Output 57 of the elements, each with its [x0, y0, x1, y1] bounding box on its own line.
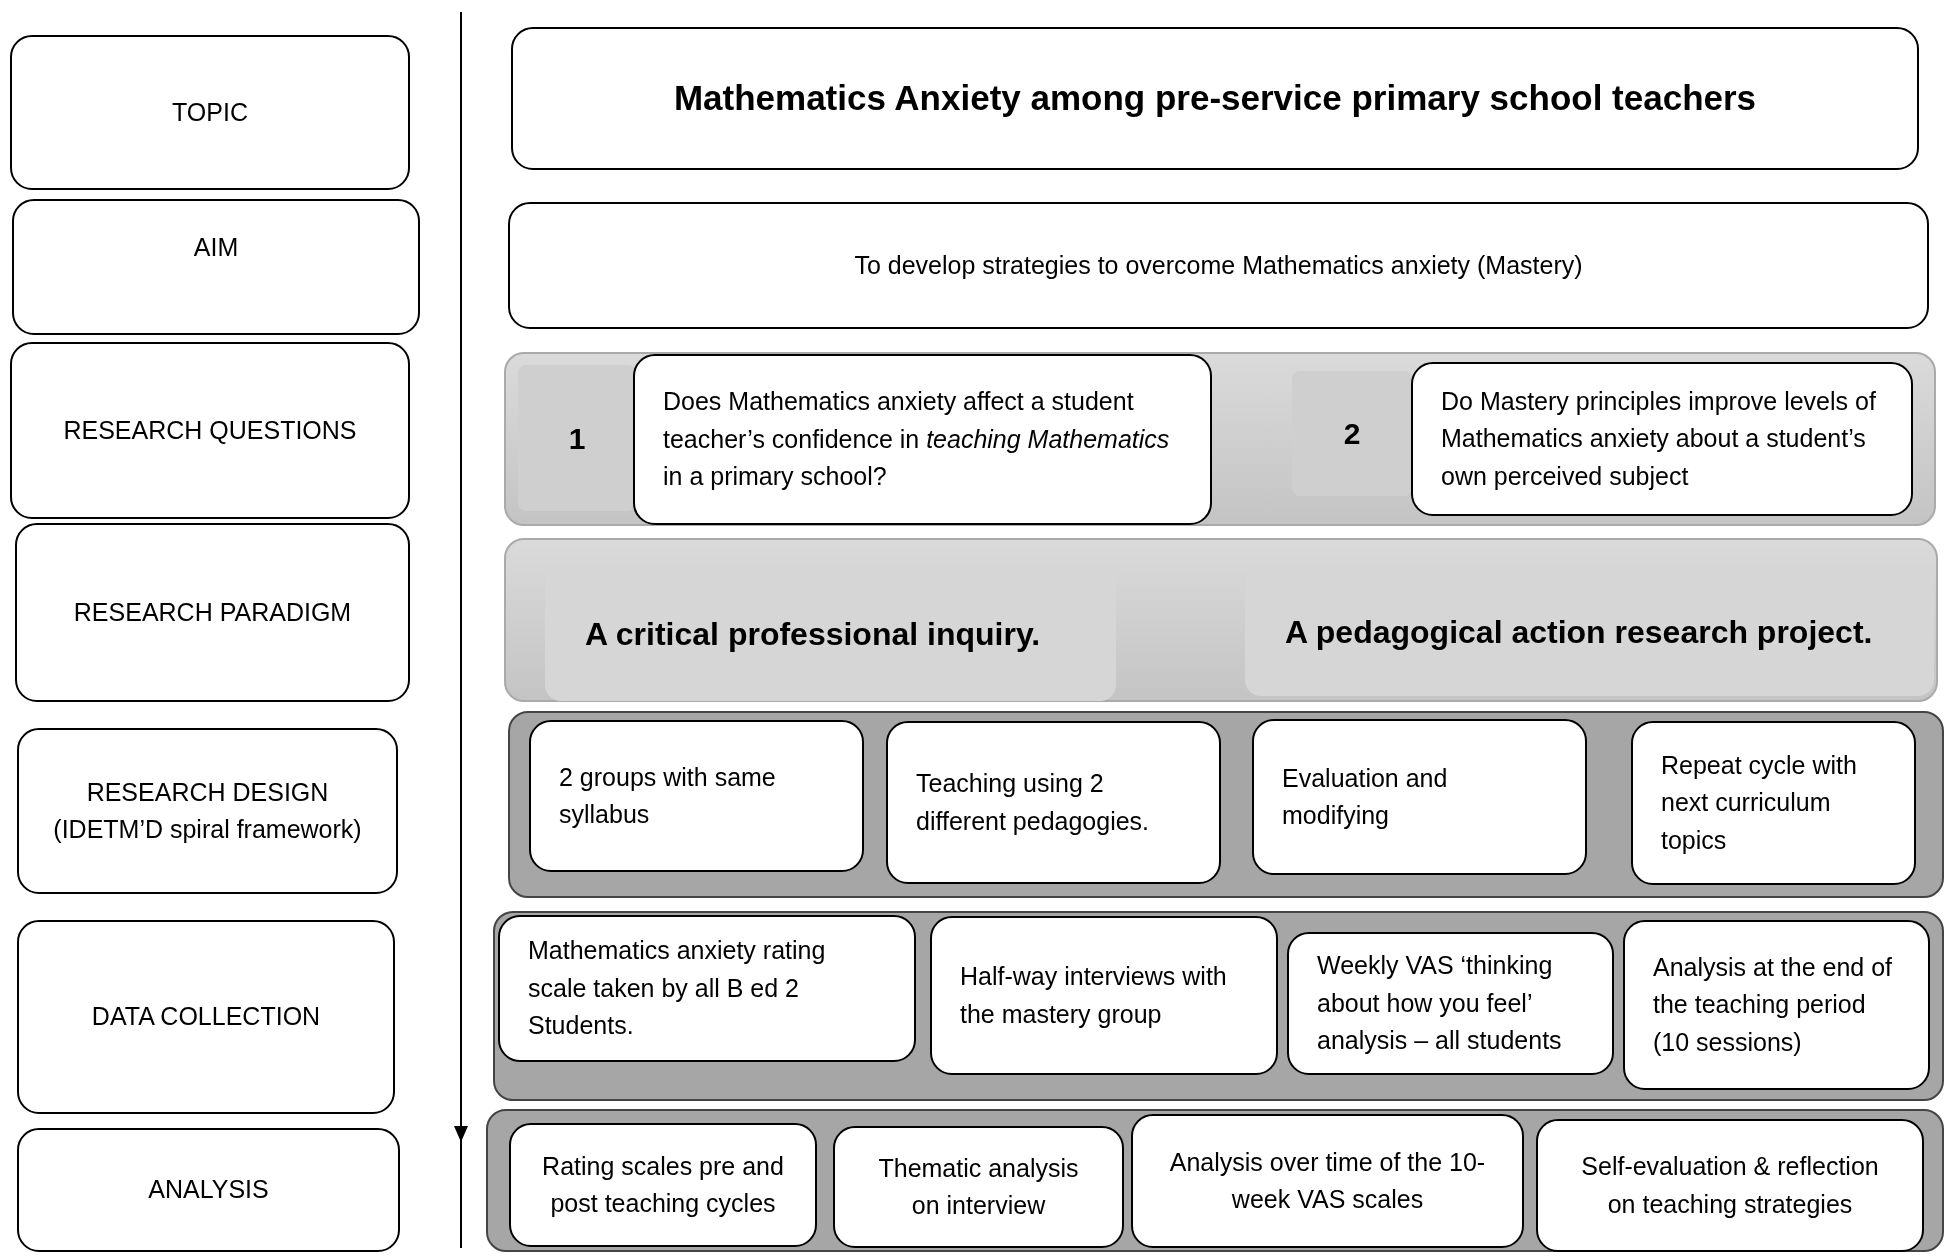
stage-label: RESEARCH QUESTIONS [63, 414, 357, 446]
step-box [1536, 1119, 1924, 1252]
paradigm-text: A critical professional inquiry. [585, 615, 1041, 654]
stage-label-box [10, 35, 410, 190]
number-panel [518, 365, 636, 511]
step-box [1631, 721, 1916, 885]
question-number: 2 [1343, 416, 1361, 452]
step-text: Do Mastery principles improve levels of Mathematics anxiety about a student’s own perceived subject [1441, 385, 1877, 492]
question-number: 1 [568, 420, 586, 457]
step-box [886, 721, 1221, 884]
step-text: Repeat cycle with next curriculum topics [1661, 749, 1858, 856]
step-text: Teaching using 2 different pedagogies. [916, 768, 1151, 837]
step-box [1252, 719, 1587, 875]
row-band [486, 1109, 1944, 1252]
step-box [1411, 362, 1913, 516]
step-text: Mathematics anxiety rating scale taken by all B ed 2 Students. [528, 935, 827, 1042]
stage-label: TOPIC [172, 96, 248, 128]
stage-label-box [10, 342, 410, 519]
step-text: Weekly VAS ‘thinking about how you feel’ analysis – all students [1317, 950, 1563, 1057]
row-band [493, 911, 1944, 1101]
stage-label-box [15, 523, 410, 702]
step-box [1623, 920, 1930, 1090]
stage-label-box [17, 1128, 400, 1252]
step-box [633, 354, 1212, 525]
paradigm-text: A pedagogical action research project. [1285, 612, 1873, 652]
aim-text: To develop strategies to overcome Mathematics anxiety (Mastery) [854, 249, 1583, 281]
step-text: Does Mathematics anxiety affect a student teacher’s confidence in teaching Mathematics in a primary school? [663, 386, 1171, 493]
step-box [529, 720, 864, 872]
step-text: Analysis over time of the 10-week VAS scales [1168, 1146, 1487, 1215]
step-box [498, 915, 916, 1062]
step-text: Half-way interviews with the mastery group [960, 961, 1228, 1030]
step-text: Rating scales pre and post teaching cycles [541, 1150, 785, 1219]
step-text: Analysis at the end of the teaching period (10 sessions) [1653, 951, 1894, 1058]
step-box [930, 916, 1278, 1075]
stage-label: ANALYSIS [148, 1174, 269, 1206]
step-box [1131, 1114, 1524, 1248]
number-panel [1292, 371, 1412, 496]
stage-label: RESEARCH DESIGN (IDETM’D spiral framework) [52, 776, 363, 845]
step-text: Thematic analysis on interview [877, 1152, 1080, 1221]
stage-label: DATA COLLECTION [91, 1001, 321, 1033]
step-box [833, 1126, 1124, 1248]
row-band [504, 352, 1936, 526]
stage-label-box [17, 728, 398, 894]
step-text: Self-evaluation & reflection on teaching strategies [1580, 1151, 1880, 1220]
row-band [508, 711, 1944, 898]
title-box [511, 27, 1919, 170]
step-text: Evaluation and modifying [1282, 762, 1449, 831]
heading-text: Mathematics Anxiety among pre-service primary school teachers [673, 77, 1757, 120]
step-box [1287, 932, 1614, 1075]
aim-box [508, 202, 1929, 329]
row-band [504, 538, 1938, 702]
stage-label-box [12, 199, 420, 335]
stage-label-box [17, 920, 395, 1114]
step-box [509, 1123, 817, 1247]
stage-label: RESEARCH PARADIGM [73, 596, 352, 628]
step-text: 2 groups with same syllabus [559, 761, 777, 830]
stage-label: AIM [193, 232, 239, 263]
